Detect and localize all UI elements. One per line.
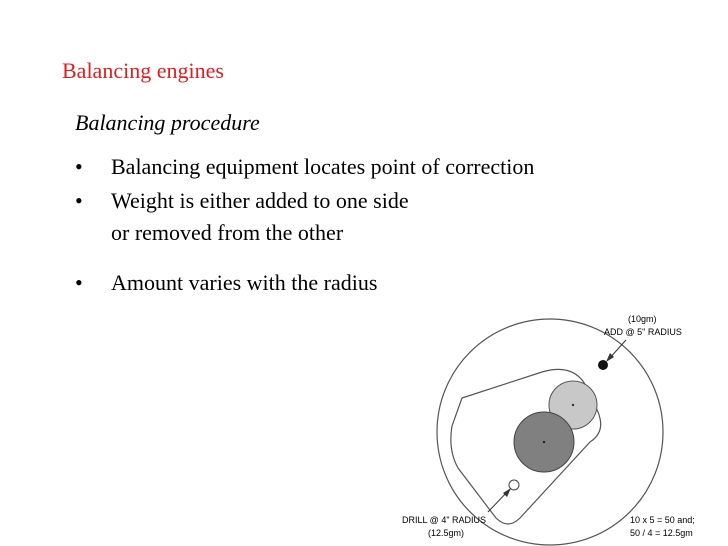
bullet-text: Balancing equipment locates point of cor…: [111, 154, 535, 179]
add-weight-label: (10gm): [628, 314, 657, 324]
drill-arrow-head-icon: [503, 488, 511, 497]
add-radius-label: ADD @ 5" RADIUS: [604, 327, 682, 337]
slide-subtitle: Balancing procedure: [75, 110, 260, 135]
bullet-dot-icon: •: [75, 154, 83, 179]
calculation-line-2: 50 / 4 = 12.5gm: [630, 528, 693, 538]
flywheel-outline: [436, 318, 664, 546]
slide-title: Balancing engines: [62, 58, 224, 83]
crankshaft-balance-diagram: (10gm) ADD @ 5" RADIUS DRILL @ 4" RADIUS…: [402, 314, 695, 546]
added-weight-dot: [598, 360, 608, 370]
bullet-text: Amount varies with the radius: [111, 270, 378, 295]
bullet-dot-icon: •: [75, 188, 83, 213]
drill-radius-label: DRILL @ 4" RADIUS: [402, 515, 486, 525]
add-arrow-head-icon: [606, 353, 614, 362]
drill-hole: [508, 479, 520, 491]
calculation-line-1: 10 x 5 = 50 and;: [630, 515, 695, 525]
bullet-dot-icon: •: [75, 270, 83, 295]
drill-weight-label: (12.5gm): [428, 528, 464, 538]
crank-throw-outline: [450, 368, 602, 525]
bullet-text: Weight is either added to one side: [111, 188, 409, 213]
small-lobe-center-mark: [571, 403, 575, 407]
bullet-text-continuation: or removed from the other: [111, 220, 344, 245]
large-lobe-center-mark: [542, 440, 546, 444]
